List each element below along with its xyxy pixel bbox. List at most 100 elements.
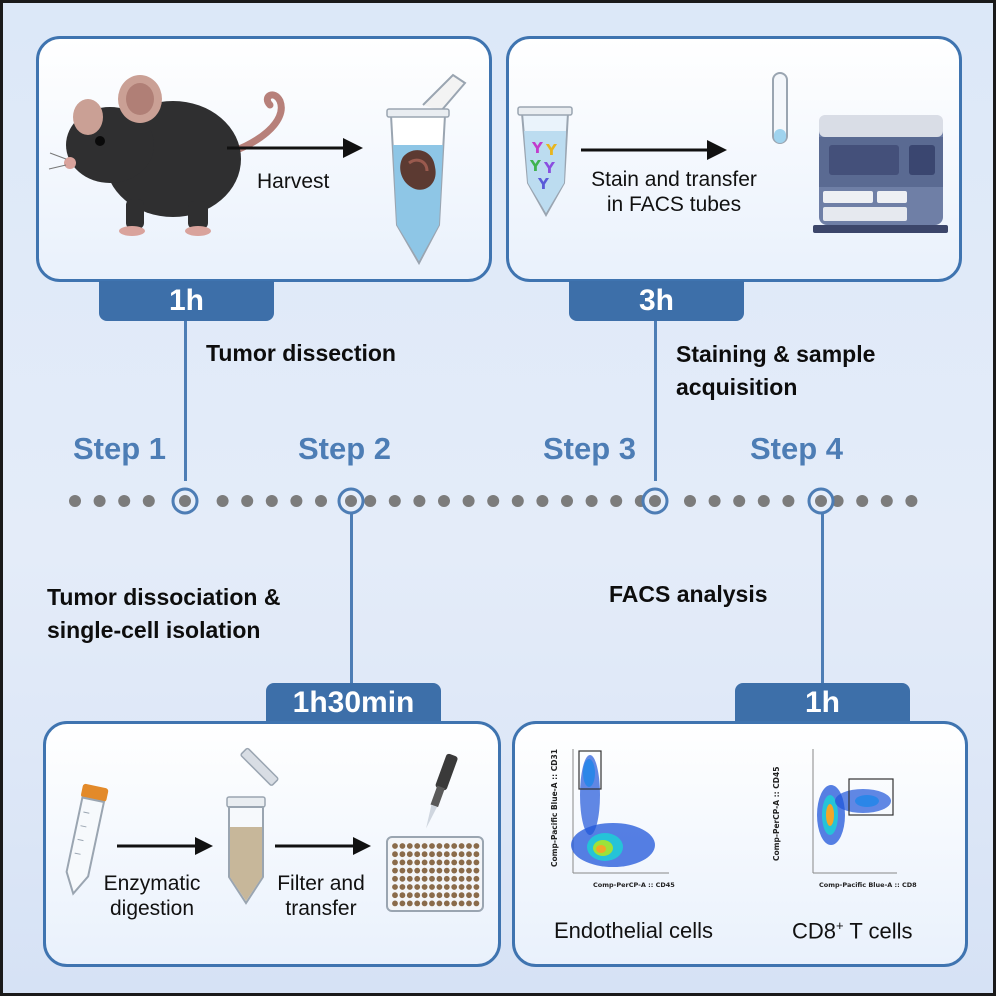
plate-well	[436, 867, 443, 874]
plate-well	[392, 843, 398, 849]
plate-well	[414, 859, 421, 866]
plate-well	[421, 859, 428, 866]
filter-label-line1: Filter and	[277, 872, 365, 895]
plot1-caption: Endothelial cells	[554, 918, 713, 943]
timeline-dot	[265, 495, 278, 507]
staining-title-line2: acquisition	[676, 374, 798, 401]
plate-well	[451, 900, 458, 907]
plate-well	[458, 875, 465, 882]
staining-duration-tab: 3h	[569, 281, 744, 321]
plot2-caption-rest: T cells	[843, 918, 913, 944]
plate-well	[399, 851, 406, 858]
digestion-label: Enzymatic digestion	[87, 871, 217, 921]
plate-well	[473, 900, 480, 907]
plate-well	[436, 851, 443, 858]
plate-well	[473, 867, 480, 874]
timeline-dot	[880, 495, 893, 507]
plate-well	[406, 867, 413, 874]
step1-connector	[184, 321, 187, 481]
plate-well	[392, 875, 398, 882]
timeline-dot	[757, 495, 770, 507]
timeline-dot	[733, 495, 746, 507]
falcon-tube-icon	[65, 783, 109, 896]
plate-well	[429, 892, 435, 899]
mouse-icon	[48, 75, 285, 236]
plate-well	[473, 884, 480, 890]
plate-well	[436, 859, 443, 866]
harvest-arrow	[227, 138, 363, 158]
plate-well	[399, 867, 406, 874]
timeline-dot	[93, 495, 106, 507]
plate-well	[392, 900, 398, 907]
dissection-duration-tab: 1h	[99, 281, 274, 321]
stain-label-line2: in FACS tubes	[606, 193, 742, 217]
plate-well	[392, 859, 398, 866]
well-plate-icon	[386, 836, 484, 912]
step-marker-dot-3	[649, 495, 661, 507]
timeline-dot	[438, 495, 450, 507]
digestion-label-line2: digestion	[109, 897, 195, 921]
plate-well	[451, 875, 458, 882]
plate-well	[399, 843, 406, 849]
step4-label: Step 4	[750, 431, 844, 466]
timeline-dot	[585, 495, 598, 507]
plate-well	[451, 843, 458, 849]
plate-well	[436, 884, 443, 890]
plate-well	[429, 867, 435, 874]
plate-well	[414, 892, 421, 899]
plate-well	[399, 859, 406, 866]
plate-well	[443, 859, 450, 866]
plate-well	[458, 843, 465, 849]
plate-well	[392, 851, 398, 858]
timeline-dot	[536, 495, 549, 507]
plate-well	[414, 875, 421, 882]
tumor-tube-icon	[386, 73, 467, 266]
plate-well	[392, 892, 398, 899]
plate-well	[406, 851, 413, 858]
plate-well	[429, 875, 435, 882]
plate-well	[443, 884, 450, 890]
timeline-dot	[315, 495, 327, 507]
plate-well	[451, 892, 458, 899]
plot2-caption-main: CD8	[792, 918, 837, 944]
plate-well	[466, 875, 472, 882]
plate-well	[421, 851, 428, 858]
plot1-ylabel: Comp-Pacific Blue-A :: CD31	[550, 749, 559, 867]
stain-arrow	[581, 140, 727, 160]
plate-well	[392, 884, 398, 890]
plate-well	[451, 851, 458, 858]
plate-well	[429, 843, 435, 849]
flow-cytometer-icon	[813, 115, 948, 233]
filter-tube-icon	[226, 747, 279, 905]
plate-well	[458, 892, 465, 899]
timeline-dot	[118, 495, 131, 507]
plate-well	[414, 843, 421, 849]
plate-well	[429, 900, 435, 907]
plate-well	[406, 875, 413, 882]
plate-well	[473, 875, 480, 882]
plate-well	[399, 892, 406, 899]
step3-connector	[654, 321, 657, 481]
plate-well	[458, 867, 465, 874]
timeline-dot	[905, 495, 918, 507]
plate-well	[443, 875, 450, 882]
plate-well	[466, 843, 472, 849]
antibody-tube-icon: Y Y Y Y Y	[517, 106, 573, 218]
svg-text:Y: Y	[543, 159, 556, 177]
plate-well	[473, 892, 480, 899]
plate-well	[406, 859, 413, 866]
timeline-dot	[708, 495, 721, 507]
staining-title: Staining & sample acquisition	[676, 338, 875, 405]
plate-well	[421, 900, 428, 907]
plate-well	[406, 892, 413, 899]
plate-well	[436, 843, 443, 849]
timeline-dot	[364, 495, 377, 507]
timeline-dot	[782, 495, 795, 507]
svg-text:Y: Y	[531, 139, 544, 157]
timeline-dot	[684, 495, 696, 507]
plate-well	[473, 843, 480, 849]
step2-label: Step 2	[298, 431, 392, 466]
plate-well	[421, 867, 428, 874]
step2-connector	[350, 513, 353, 685]
step-marker-dot-2	[345, 495, 357, 507]
